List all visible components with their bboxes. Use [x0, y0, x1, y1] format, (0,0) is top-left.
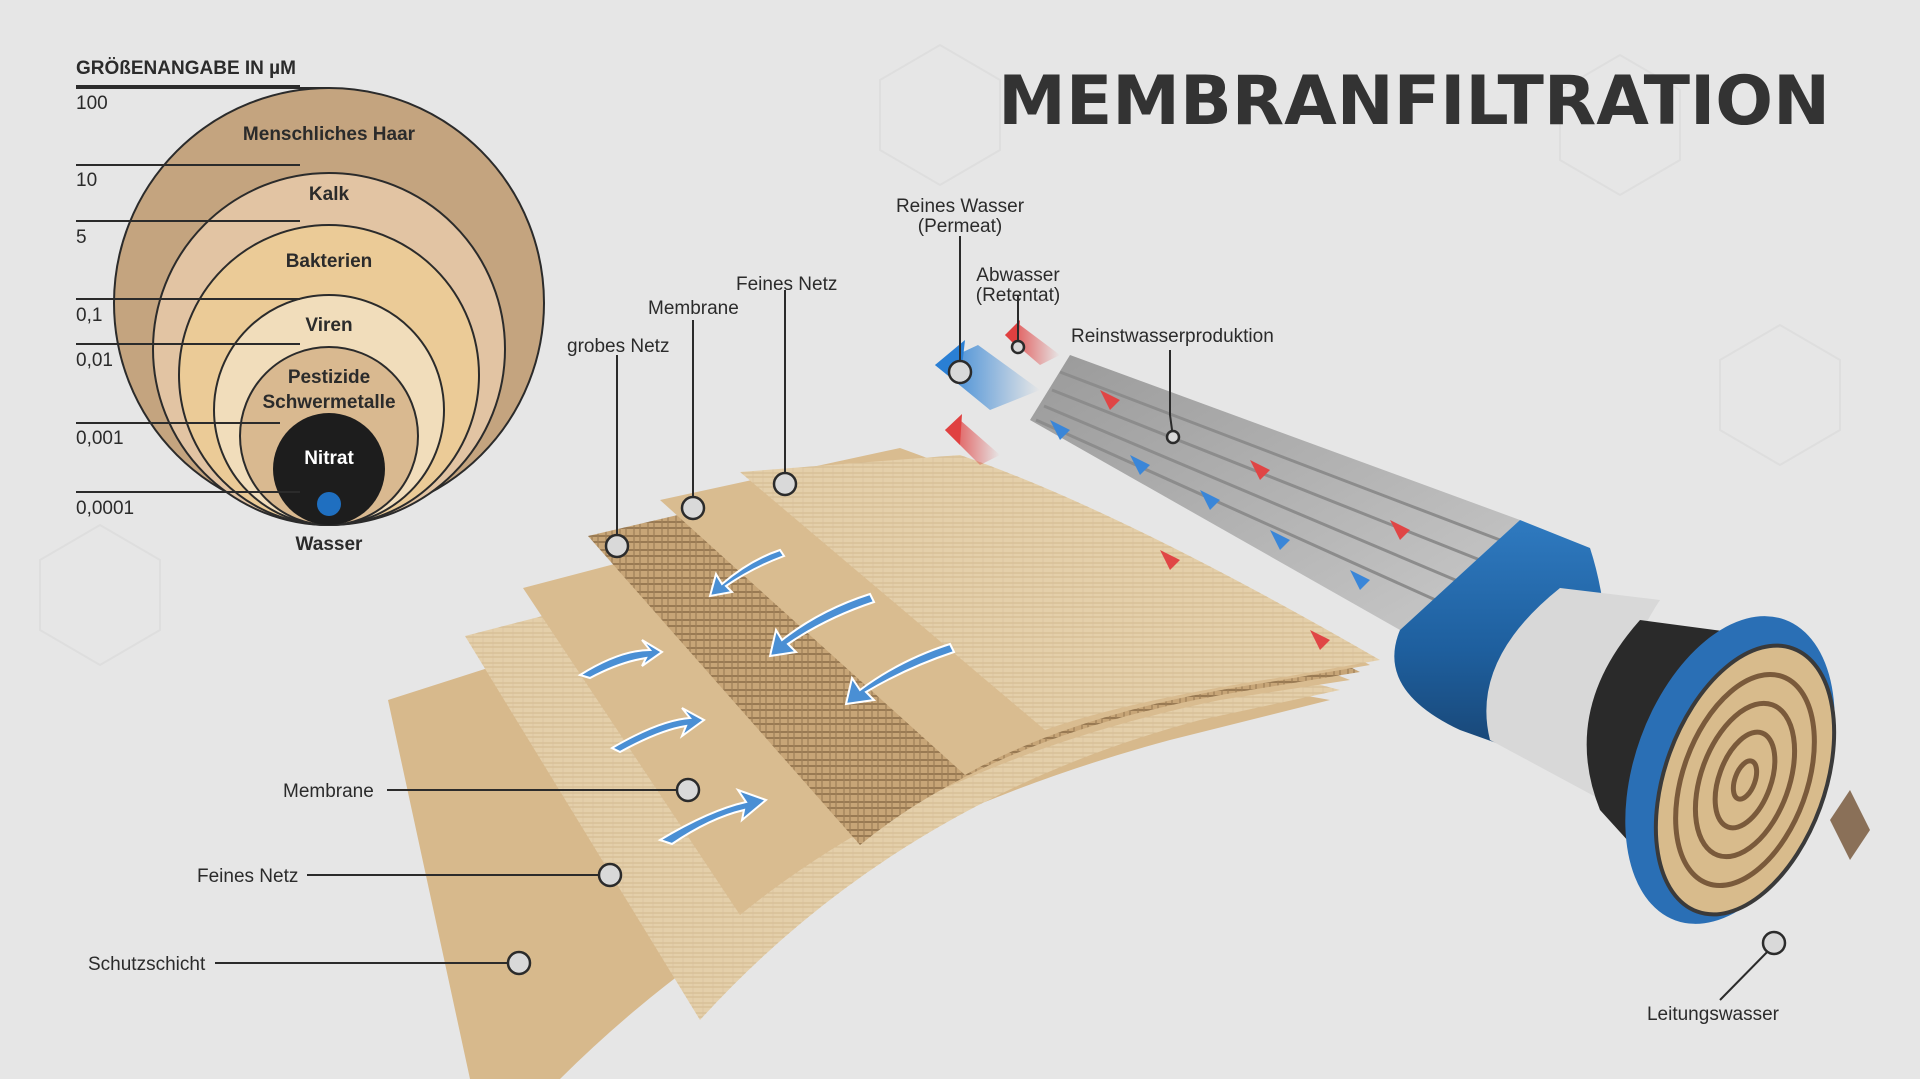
- label-lime: Kalk: [309, 184, 350, 205]
- circle-nitrate: [273, 413, 385, 525]
- tick-0-0001: 0,0001: [76, 498, 134, 519]
- size-scale: GRÖßENANGABE IN µM 100 10 5 0,1 0,01 0,0…: [76, 58, 545, 555]
- tick-100: 100: [76, 93, 108, 114]
- sheet-fine-net-upper: [740, 455, 1380, 730]
- label-heavy-metals: Schwermetalle: [262, 392, 395, 413]
- label-pesticides: Pestizide: [288, 367, 370, 388]
- label-retentat-line1: Abwasser: [976, 265, 1060, 286]
- label-layer-coarse-net: grobes Netz: [567, 336, 669, 357]
- label-layer-membrane-top: Membrane: [648, 298, 739, 319]
- tube-core: [1030, 355, 1520, 630]
- tube-end-spiral: [1653, 643, 1837, 917]
- background-hexagons: [39, 43, 1841, 667]
- callout-lines: [215, 236, 1775, 1001]
- label-permeat-line1: Reines Wasser: [896, 196, 1025, 217]
- tick-0-01: 0,01: [76, 350, 113, 371]
- callout-markers: [506, 339, 1787, 976]
- label-layer-fine-net-top: Feines Netz: [736, 274, 837, 295]
- membrane-sheets: [388, 448, 1380, 1079]
- size-scale-heading: GRÖßENANGABE IN µM: [76, 58, 296, 79]
- label-layer-membrane-left: Membrane: [283, 781, 374, 802]
- filter-cartridge: [1030, 355, 1837, 924]
- tube-collar: [1486, 588, 1660, 810]
- label-bacteria: Bakterien: [286, 251, 373, 272]
- label-water: Wasser: [296, 534, 363, 555]
- water-dot: [317, 492, 341, 516]
- label-nitrate: Nitrat: [304, 448, 354, 469]
- label-tap-water: Leitungswasser: [1647, 1004, 1780, 1025]
- tick-10: 10: [76, 170, 97, 191]
- tick-5: 5: [76, 227, 87, 248]
- tick-0-1: 0,1: [76, 305, 102, 326]
- label-pure-water-production: Reinstwasserproduktion: [1071, 326, 1274, 347]
- label-hair: Menschliches Haar: [243, 124, 416, 145]
- label-layer-fine-net-left: Feines Netz: [197, 866, 298, 887]
- label-layer-protective: Schutzschicht: [88, 954, 206, 975]
- label-retentat-line2: (Retentat): [976, 285, 1060, 306]
- tick-0-001: 0,001: [76, 428, 124, 449]
- page-title: MEMBRANFILTRATION: [998, 62, 1830, 141]
- label-viruses: Viren: [305, 315, 352, 336]
- label-permeat-line2: (Permeat): [918, 216, 1002, 237]
- sheet-flow-arrows: [577, 548, 956, 846]
